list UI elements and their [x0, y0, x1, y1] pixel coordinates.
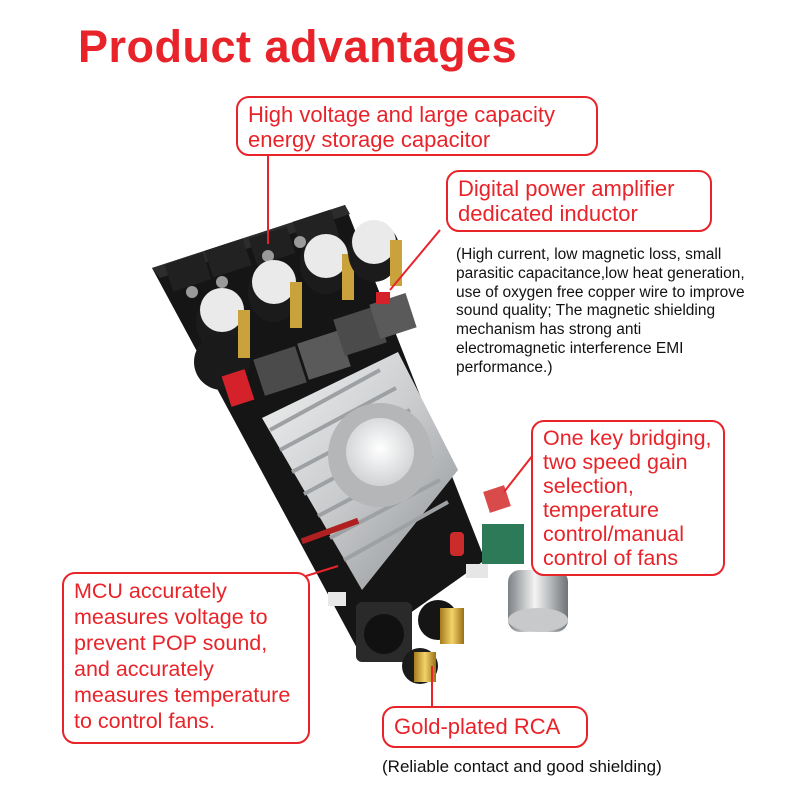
heatsink-fan	[262, 352, 458, 590]
input-jacks	[300, 517, 464, 684]
capacitor-callout: High voltage and large capacity energy s…	[236, 96, 598, 156]
leader-lines	[267, 156, 541, 706]
bridging-callout: One key bridging, two speed gain selecti…	[531, 420, 725, 576]
inductor-callout: Digital power amplifier dedicated induct…	[446, 170, 712, 232]
page-title: Product advantages	[78, 21, 518, 72]
inductor-detail-text: (High current, low magnetic loss, small …	[456, 246, 745, 376]
mcu-callout: MCU accurately measures voltage to preve…	[62, 572, 310, 744]
controls	[450, 485, 568, 632]
inductors	[221, 292, 417, 407]
rca-detail-text: (Reliable contact and good shielding)	[382, 757, 662, 776]
rca-callout: Gold-plated RCA	[382, 706, 588, 748]
